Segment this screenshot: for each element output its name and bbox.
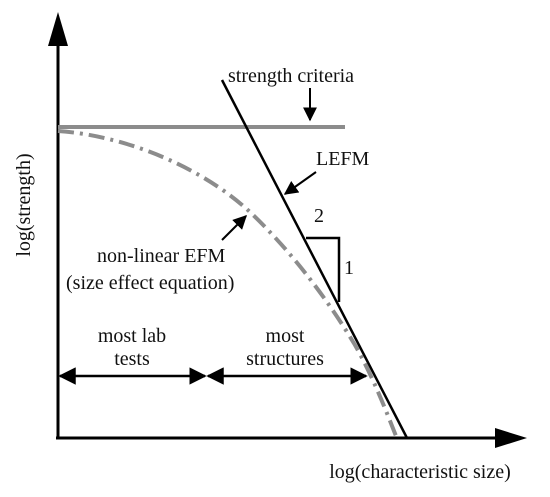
nonlinear-efm-label: non-linear EFM — [97, 245, 226, 267]
lefm-line — [220, 79, 409, 439]
strength-criteria-label: strength criteria — [228, 65, 354, 87]
slope-triangle — [306, 236, 341, 302]
nonlinear-efm-pointer — [221, 215, 247, 241]
structures-label-line1: most — [266, 325, 305, 347]
x-axis-label: log(characteristic size) — [329, 461, 511, 483]
y-axis-arrowhead — [48, 12, 68, 46]
structures-label-line2: structures — [246, 348, 324, 370]
lab-tests-label-line2: tests — [114, 348, 150, 370]
slope-rise-label: 1 — [344, 257, 354, 279]
lefm-label: LEFM — [316, 148, 370, 170]
x-axis-arrowhead — [495, 428, 527, 448]
lab-tests-label-line1: most lab — [98, 325, 166, 347]
y-axis-label: log(strength) — [13, 153, 35, 256]
slope-run-label: 2 — [314, 205, 324, 227]
lefm-pointer — [283, 171, 317, 195]
nonlinear-efm-sublabel: (size effect equation) — [66, 272, 234, 294]
axes — [48, 12, 527, 448]
nonlinear-efm-curve — [57, 129, 398, 437]
